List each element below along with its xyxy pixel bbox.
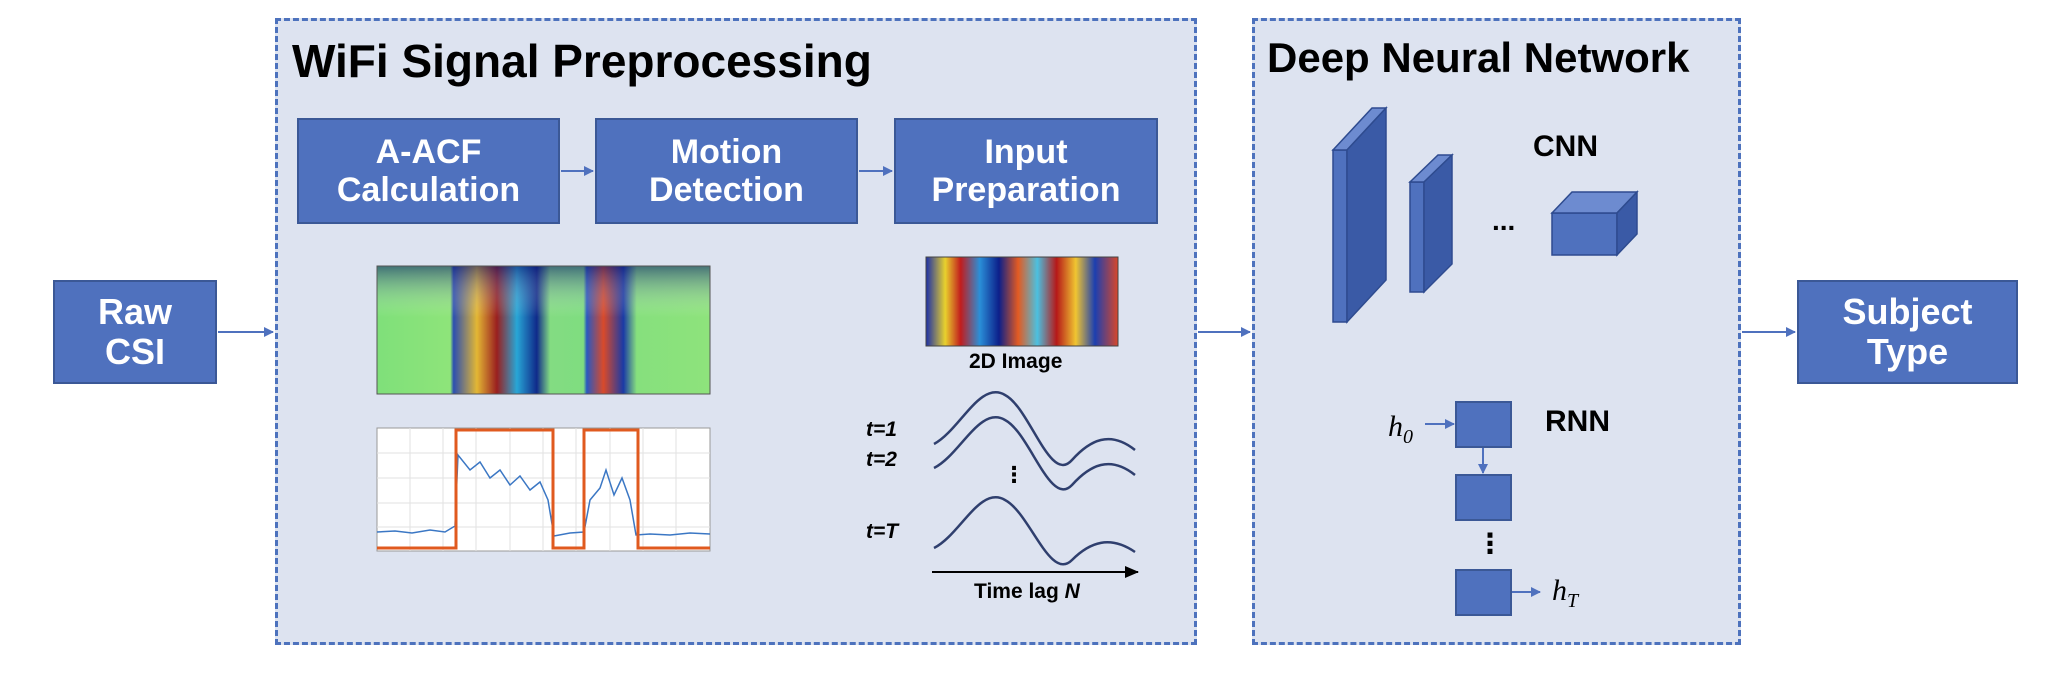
wave-t1: [933, 391, 1136, 467]
hT-label: hT: [1552, 574, 1578, 613]
time-label-tT: t=T: [866, 520, 899, 543]
motion-signal-line: [376, 452, 711, 537]
rnn-cells: [1455, 401, 1512, 616]
cnn-label: CNN: [1533, 130, 1598, 163]
input-2d-image: [925, 256, 1119, 347]
rnn-cell-1: [1455, 401, 1512, 448]
hT-base: h: [1552, 574, 1567, 607]
rnn-ellipsis: ⋮: [1476, 528, 1504, 559]
hT-sub: T: [1567, 590, 1579, 612]
wave-t2: [933, 416, 1136, 491]
step-motion-label: Motion Detection: [649, 132, 804, 209]
aacf-spectrogram: [376, 265, 711, 395]
time-lag-label: Time lag N: [974, 580, 1080, 604]
time-lag-prefix: Time lag: [974, 580, 1059, 603]
time-label-t1: t=1: [866, 418, 897, 441]
subject-type-label: Subject Type: [1842, 290, 1973, 372]
h0-sub: 0: [1403, 426, 1413, 448]
step-aacf-label: A-ACF Calculation: [336, 132, 521, 209]
raw-csi-label: Raw CSI: [97, 290, 173, 372]
step-input-box: Input Preparation: [894, 118, 1158, 224]
rnn-cell-3: [1455, 569, 1512, 616]
h0-base: h: [1388, 410, 1403, 443]
motion-detection-line: [377, 428, 710, 550]
subject-type-box: Subject Type: [1797, 280, 2018, 384]
time-lag-var: N: [1064, 580, 1080, 603]
wave-ellipsis: ⋮: [1003, 462, 1025, 487]
time-series-waves: [933, 391, 1136, 566]
cnn-ellipsis: ...: [1492, 205, 1516, 236]
rnn-cell-2: [1455, 474, 1512, 521]
step-aacf-box: A-ACF Calculation: [297, 118, 560, 224]
motion-detection-plot: [376, 427, 711, 552]
raw-csi-box: Raw CSI: [53, 280, 217, 384]
dnn-title: Deep Neural Network: [1267, 34, 1690, 81]
time-label-t2: t=2: [866, 448, 897, 471]
image-caption: 2D Image: [969, 350, 1063, 373]
dnn-panel: [1252, 18, 1741, 645]
step-motion-box: Motion Detection: [595, 118, 858, 224]
preprocessing-title: WiFi Signal Preprocessing: [292, 35, 872, 87]
wave-tT: [933, 496, 1136, 566]
step-input-label: Input Preparation: [931, 132, 1121, 209]
rnn-label: RNN: [1545, 405, 1610, 438]
h0-label: h0: [1388, 410, 1413, 449]
cnn-layers: [1331, 106, 1639, 324]
